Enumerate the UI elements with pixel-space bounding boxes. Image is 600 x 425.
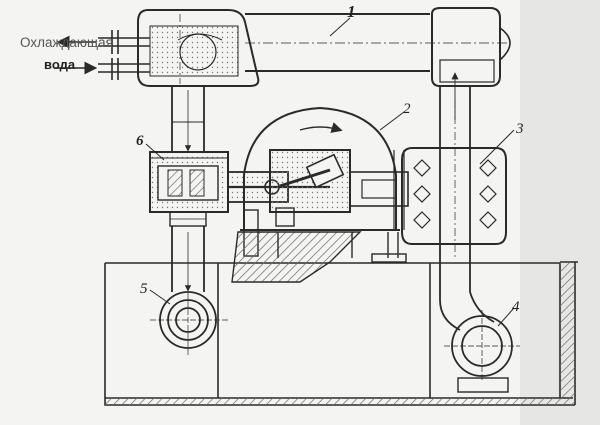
cooling-water-label-2: вода: [44, 57, 76, 72]
cooler-head: [137, 9, 260, 87]
lower-right-pipe: [439, 262, 495, 331]
left-pipe: [171, 86, 205, 292]
foundation-block: [231, 231, 362, 283]
callout-4: 4: [512, 299, 520, 315]
callout-3: 3: [516, 121, 524, 137]
leader-lines: [145, 17, 515, 327]
right-pipe: [439, 72, 471, 262]
pump-5: [150, 285, 228, 355]
wall-hatch: [560, 263, 575, 398]
crankcase-2: [240, 106, 409, 231]
callout-2: 2: [403, 101, 411, 117]
floor-hatch: [105, 398, 575, 405]
callout-5: 5: [140, 281, 148, 297]
right-elbow: [431, 7, 511, 87]
cooling-water-label: Охлаждающая: [20, 35, 113, 50]
foundation-frame: [104, 261, 578, 406]
pump-4: [444, 310, 520, 393]
callout-1: 1: [347, 2, 356, 21]
water-pipes: [55, 30, 150, 80]
top-pipe: [245, 13, 510, 72]
intercooler-3: [401, 147, 507, 245]
callout-6: 6: [136, 133, 144, 149]
support-legs: [277, 232, 407, 263]
compressor-6: [149, 151, 229, 227]
